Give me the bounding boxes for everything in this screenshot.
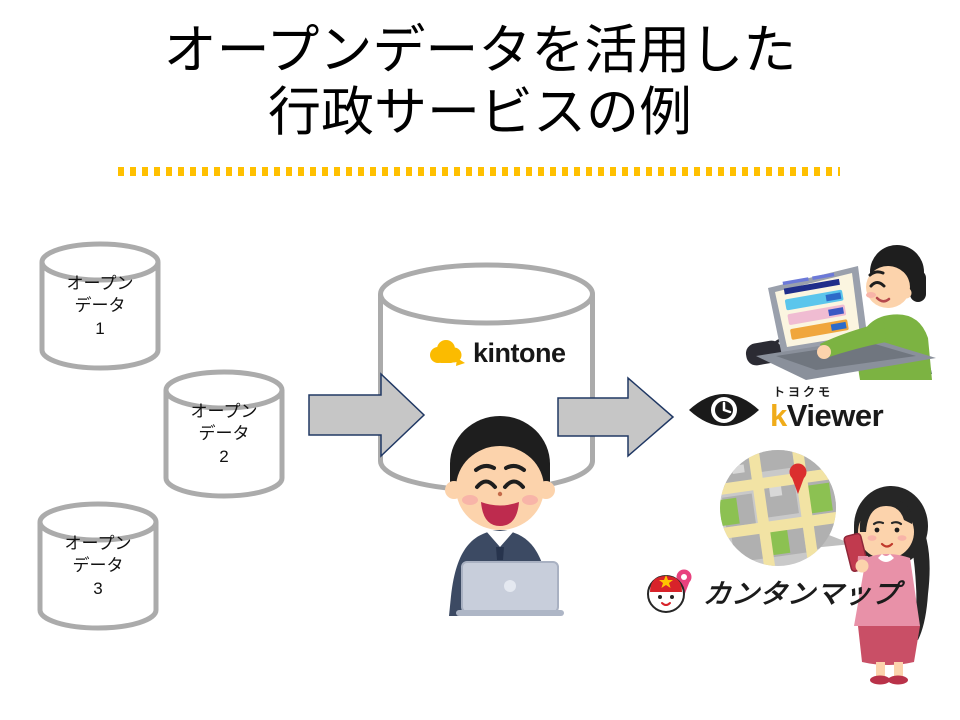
title-line-2: 行政サービスの例 [268,83,692,142]
kviewer-k-letter: k [770,398,787,433]
kviewer-logo: トヨクモ kViewer [686,383,884,433]
database-cylinder-icon [163,369,285,499]
label-line: データ [74,296,126,316]
office-worker-illustration [445,416,564,616]
open-data-1-cylinder: オープン データ 1 [38,240,162,372]
open-data-3-cylinder: オープン データ 3 [36,500,160,632]
title-line-1: オープンデータを活用した [163,21,797,80]
dotted-divider [118,167,840,176]
flow-arrow-right-icon [557,376,675,458]
kintone-logo-text: kintone [473,337,566,368]
map-pin-icon [789,463,807,494]
label-line: オープン [66,274,134,293]
map-speech-bubble [720,450,852,566]
label-line: オープン [190,402,258,421]
eye-icon [689,393,759,426]
label-line: 3 [93,578,103,598]
database-cylinder-icon [37,501,159,631]
open-data-3-label: オープン データ 3 [36,500,160,632]
kviewer-text-block: トヨクモ kViewer [770,383,884,433]
smartphone-user-illustration [843,486,930,685]
label-line: 2 [219,446,229,466]
flow-arrow-right-icon [308,372,426,458]
kantan-map-logo: カンタンマップ [644,564,902,618]
open-data-2-label: オープン データ 2 [162,368,286,500]
mascot-map-pin-icon [647,569,692,613]
page-title: オープンデータを活用した 行政サービスの例 [0,20,960,144]
label-line: データ [198,424,250,444]
kviewer-name: kViewer [770,398,884,433]
label-line: データ [72,556,124,576]
label-line: 1 [95,318,105,338]
open-data-1-label: オープン データ 1 [38,240,162,372]
kviewer-company-label: トヨクモ [773,385,834,399]
pc-user-illustration [745,245,936,380]
open-data-2-cylinder: オープン データ 2 [162,368,286,500]
database-cylinder-icon [39,241,161,371]
kantan-map-logo-text: カンタンマップ [702,578,902,609]
label-line: オープン [64,534,132,553]
kintone-logo: kintone [426,337,566,369]
kintone-cloud-icon [430,340,465,366]
kviewer-rest: Viewer [786,398,884,433]
